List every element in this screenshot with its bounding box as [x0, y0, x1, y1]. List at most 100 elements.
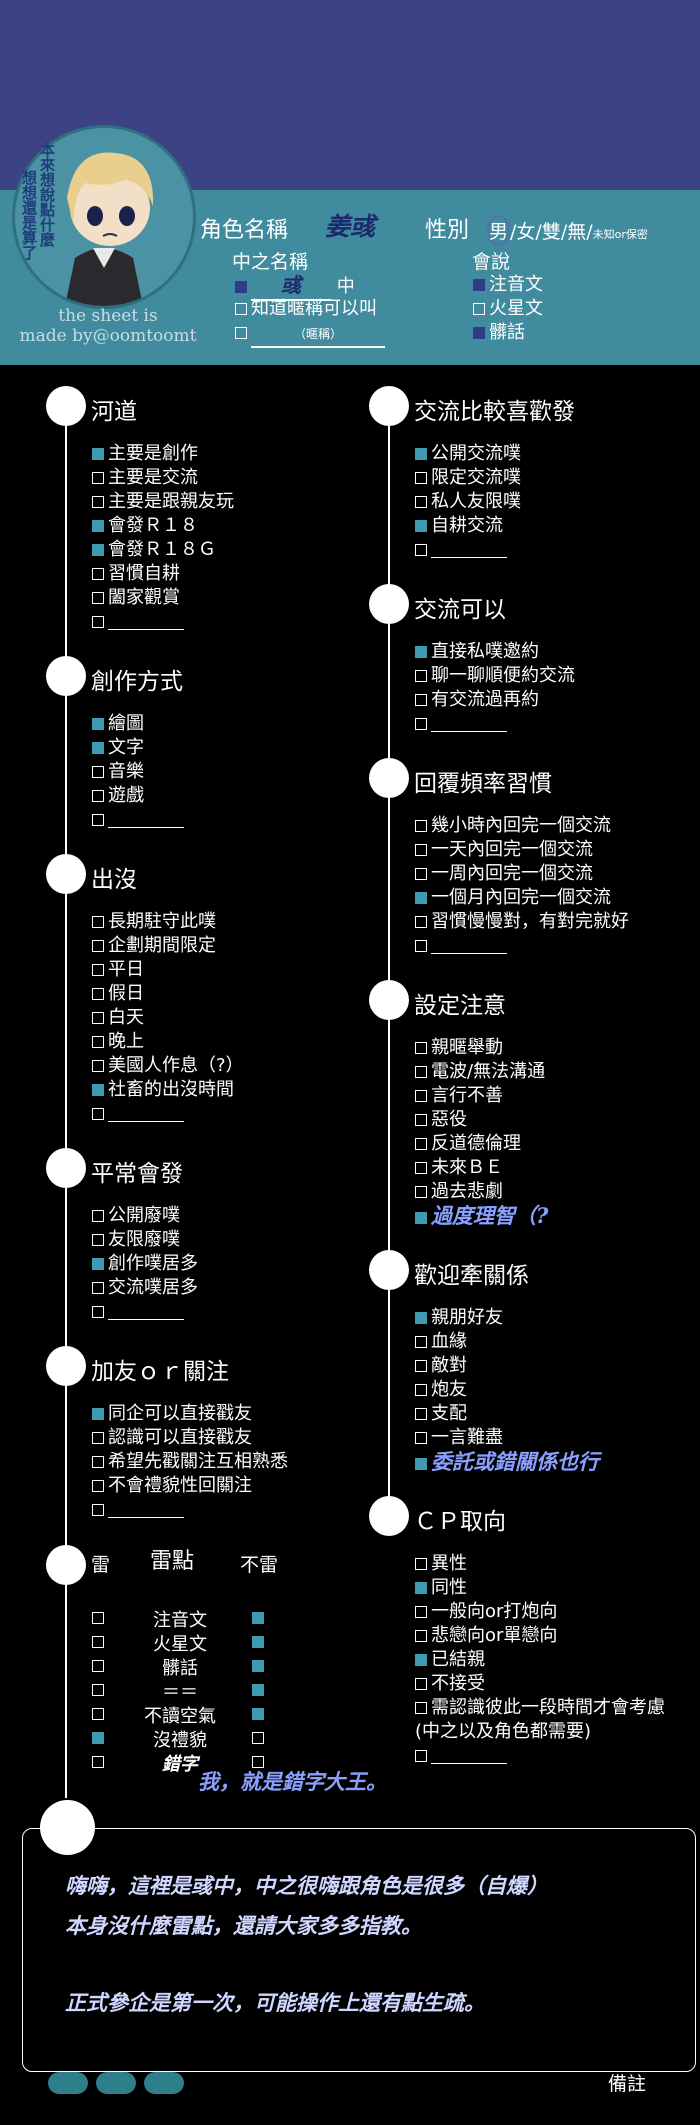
checkbox[interactable]: [92, 568, 104, 580]
checkbox[interactable]: [415, 1582, 427, 1594]
checkbox-item[interactable]: 一周內回完一個交流: [415, 862, 593, 886]
checkbox[interactable]: [92, 814, 104, 826]
thunder-check[interactable]: [92, 1726, 108, 1750]
checkbox[interactable]: [92, 1108, 104, 1120]
checkbox[interactable]: [92, 1504, 104, 1516]
checkbox[interactable]: [92, 1732, 104, 1744]
not-thunder-check[interactable]: [252, 1750, 268, 1774]
checkbox-item[interactable]: 一言難盡: [415, 1426, 503, 1450]
checkbox[interactable]: [415, 1408, 427, 1420]
checkbox-item[interactable]: [92, 808, 184, 832]
checkbox-item[interactable]: 習慣自耕: [92, 562, 180, 586]
checkbox[interactable]: [415, 646, 427, 658]
thunder-check[interactable]: [92, 1630, 108, 1654]
checkbox-item[interactable]: 已結親: [415, 1648, 485, 1672]
checkbox-item[interactable]: 不會禮貌性回關注: [92, 1474, 252, 1498]
checkbox[interactable]: [92, 1282, 104, 1294]
checkbox[interactable]: [415, 1066, 427, 1078]
checkbox-item[interactable]: [415, 538, 507, 562]
checkbox-item[interactable]: 不接受: [415, 1672, 485, 1696]
gender-male-selected[interactable]: 男: [487, 215, 511, 246]
checkbox-item[interactable]: [415, 1744, 507, 1768]
checkbox-item[interactable]: 過度理智（?: [415, 1204, 548, 1230]
checkbox[interactable]: [415, 1606, 427, 1618]
checkbox[interactable]: [92, 1408, 104, 1420]
checkbox[interactable]: [415, 940, 427, 952]
checkbox-item[interactable]: [92, 1498, 184, 1522]
checkbox[interactable]: [252, 1612, 264, 1624]
checkbox[interactable]: [92, 964, 104, 976]
checkbox[interactable]: [92, 1612, 104, 1624]
checkbox[interactable]: [92, 766, 104, 778]
checkbox-item[interactable]: 希望先戳關注互相熟悉: [92, 1450, 288, 1474]
checkbox-item[interactable]: 假日: [92, 982, 144, 1006]
checkbox[interactable]: [92, 1636, 104, 1648]
not-thunder-check[interactable]: [252, 1726, 268, 1750]
checkbox[interactable]: [415, 520, 427, 532]
checkbox-item[interactable]: 同企可以直接戳友: [92, 1402, 252, 1426]
checkbox-item[interactable]: 社畜的出沒時間: [92, 1078, 234, 1102]
checkbox-item[interactable]: 電波/無法溝通: [415, 1060, 545, 1084]
checkbox[interactable]: [415, 448, 427, 460]
zhongzhi-name-row[interactable]: 彧 中: [235, 273, 355, 301]
checkbox[interactable]: [415, 916, 427, 928]
checkbox[interactable]: [92, 790, 104, 802]
checkbox-item[interactable]: 自耕交流: [415, 514, 503, 538]
checkbox[interactable]: [415, 544, 427, 556]
zhongzhi-custom-row[interactable]: （暱稱）: [235, 321, 385, 348]
checkbox-item[interactable]: [415, 712, 507, 736]
checkbox-item[interactable]: 交流噗居多: [92, 1276, 198, 1300]
checkbox[interactable]: [415, 1162, 427, 1174]
checkbox-item[interactable]: 一般向or打炮向: [415, 1600, 557, 1624]
checkbox[interactable]: [415, 1702, 427, 1714]
checkbox[interactable]: [92, 1258, 104, 1270]
checkbox-item[interactable]: (中之以及角色都需要): [415, 1720, 591, 1744]
checkbox[interactable]: [252, 1636, 264, 1648]
checkbox-item[interactable]: [92, 1300, 184, 1324]
checkbox[interactable]: [92, 448, 104, 460]
checkbox-item[interactable]: 一個月內回完一個交流: [415, 886, 611, 910]
checkbox[interactable]: [92, 1306, 104, 1318]
gender-unknown-option[interactable]: 未知or保密: [592, 228, 648, 241]
checkbox-item[interactable]: 未來ＢＥ: [415, 1156, 503, 1180]
checkbox[interactable]: [415, 670, 427, 682]
checkbox[interactable]: [415, 1558, 427, 1570]
checkbox-item[interactable]: 平日: [92, 958, 144, 982]
lang-option[interactable]: 注音文: [473, 273, 543, 297]
checkbox-item[interactable]: 惡役: [415, 1108, 467, 1132]
checkbox[interactable]: [92, 1684, 104, 1696]
checkbox[interactable]: [92, 520, 104, 532]
checkbox[interactable]: [415, 1458, 427, 1470]
checkbox[interactable]: [92, 1210, 104, 1222]
checkbox[interactable]: [92, 1456, 104, 1468]
checkbox-item[interactable]: 企劃期間限定: [92, 934, 216, 958]
checkbox-item[interactable]: 長期駐守此噗: [92, 910, 216, 934]
checkbox-item[interactable]: 闔家觀賞: [92, 586, 180, 610]
checkbox[interactable]: [92, 988, 104, 1000]
checkbox-item[interactable]: 音樂: [92, 760, 144, 784]
checkbox[interactable]: [92, 1480, 104, 1492]
checkbox[interactable]: [415, 1212, 427, 1224]
checkbox-item[interactable]: [92, 1102, 184, 1126]
checkbox[interactable]: [92, 1756, 104, 1768]
checkbox-item[interactable]: 委託或錯關係也行: [415, 1450, 599, 1476]
checkbox[interactable]: [415, 892, 427, 904]
checkbox[interactable]: [473, 303, 485, 315]
checkbox-item[interactable]: 主要是創作: [92, 442, 198, 466]
checkbox[interactable]: [92, 616, 104, 628]
checkbox[interactable]: [415, 1654, 427, 1666]
checkbox-item[interactable]: 公開廢噗: [92, 1204, 180, 1228]
thunder-check[interactable]: [92, 1750, 108, 1774]
checkbox-item[interactable]: 有交流過再約: [415, 688, 539, 712]
checkbox[interactable]: [252, 1708, 264, 1720]
checkbox-item[interactable]: 會發Ｒ１８: [92, 514, 198, 538]
checkbox[interactable]: [415, 1384, 427, 1396]
checkbox[interactable]: [92, 940, 104, 952]
checkbox-item[interactable]: 聊一聊順便約交流: [415, 664, 575, 688]
checkbox[interactable]: [92, 592, 104, 604]
checkbox-item[interactable]: 支配: [415, 1402, 467, 1426]
checkbox[interactable]: [92, 1012, 104, 1024]
checkbox[interactable]: [415, 472, 427, 484]
checkbox-item[interactable]: 悲戀向or單戀向: [415, 1624, 557, 1648]
lang-option[interactable]: 火星文: [473, 297, 543, 321]
